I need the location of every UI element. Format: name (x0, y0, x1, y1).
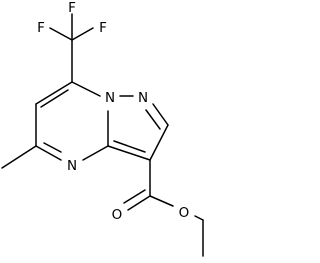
atom-f-right: F (99, 20, 107, 36)
atom-labels: F F F N N N O O (37, 0, 189, 223)
atom-n-pyrimidine: N (67, 158, 77, 174)
atom-n-bridge: N (105, 90, 115, 106)
bond-n-bridge-c7 (71, 81, 101, 97)
bond-n4-c3a (82, 145, 109, 161)
bond-c3-c3a-double (113, 140, 146, 153)
bond-c3-c3a (107, 145, 151, 161)
bond-carbonyl-o-double-a (127, 195, 151, 211)
bond-methyl (1, 145, 37, 169)
molecule-svg: F F F N N N O O (1, 0, 204, 257)
bond-n2-c2 (152, 103, 169, 126)
atom-o-carbonyl: O (112, 207, 123, 223)
bond-cf3-c-f-left (49, 27, 73, 41)
bonds (1, 13, 204, 257)
bond-cf3-c-f-right (71, 27, 94, 41)
atom-f-left: F (37, 20, 45, 36)
bond-c7-c6-double (40, 89, 69, 108)
bond-n2-c2-double (145, 109, 161, 130)
bond-c5-n4 (35, 145, 62, 161)
bond-c7-c6 (35, 81, 73, 105)
bond-c5-n4-double (43, 142, 62, 153)
bond-carbonyl-o-double-b (123, 189, 146, 204)
atom-f-top: F (68, 0, 76, 16)
atom-n-pyrazole: N (138, 90, 148, 106)
bond-carbonyl-o-ester (149, 195, 174, 207)
structure-diagram: F F F N N N O O (1, 0, 204, 257)
bond-c2-c3 (149, 124, 169, 161)
bond-o-ch2 (194, 215, 204, 221)
atom-o-ester: O (179, 205, 190, 221)
